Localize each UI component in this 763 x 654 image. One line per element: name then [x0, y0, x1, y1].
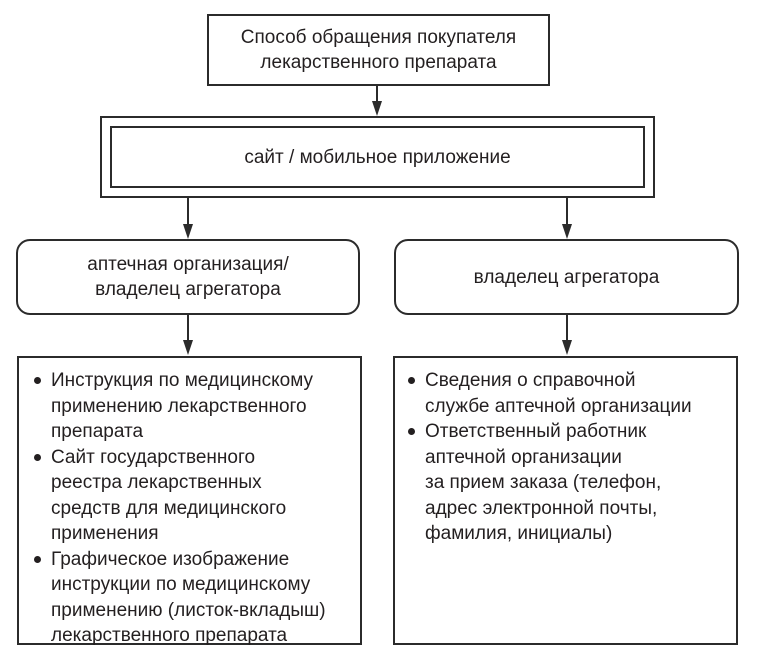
left-header-line-1: аптечная организация/: [87, 254, 289, 275]
arrow-down-icon: [183, 224, 193, 239]
channel-box-inner: сайт / мобильное приложение: [110, 126, 645, 188]
channel-box-outer: сайт / мобильное приложение: [100, 116, 655, 198]
left-header-line-2: владелец агрегатора: [95, 279, 281, 300]
arrow-down-icon: [372, 101, 382, 116]
list-item-line: за прием заказа (телефон,: [425, 472, 662, 493]
list-item-line: средств для медицинского: [51, 497, 287, 519]
list-item-line: фамилия, инициалы): [425, 523, 613, 544]
list-item-line: применению лекарственного: [51, 395, 307, 417]
list-item-line: Графическое изображение: [51, 548, 290, 570]
left-branch-list-box: Инструкция по медицинскому применению ле…: [17, 356, 362, 646]
list-item-line: службе аптечной организации: [425, 395, 692, 417]
connector-right-header-to-list: [566, 315, 568, 341]
list-item: Ответственный работник аптечной организа…: [405, 419, 736, 547]
right-bullet-list: Сведения о справочной службе аптечной ор…: [405, 368, 736, 547]
list-item-line: Сайт государственного: [51, 446, 256, 468]
channel-label: сайт / мобильное приложение: [244, 146, 511, 168]
right-branch-list-box: Сведения о справочной службе аптечной ор…: [393, 356, 738, 645]
list-item-line: лекарственного препарата: [51, 625, 288, 646]
list-item: Инструкция по медицинскому применению ле…: [31, 368, 360, 445]
connector-left-header-to-list: [187, 315, 189, 341]
bullet-icon: [408, 377, 415, 384]
top-box-line-1: Способ обращения покупателя: [240, 27, 517, 48]
list-item-line: аптечной организации: [425, 446, 622, 468]
list-item: Сведения о справочной службе аптечной ор…: [405, 368, 736, 419]
bullet-icon: [408, 428, 415, 435]
list-item-line: Сведения о справочной: [425, 370, 636, 391]
arrow-down-icon: [183, 340, 193, 355]
arrow-down-icon: [562, 224, 572, 239]
list-item-line: Инструкция по медицинскому: [51, 370, 313, 391]
bullet-icon: [34, 555, 41, 563]
connector-channel-to-left: [187, 198, 189, 225]
left-bullet-list: Инструкция по медицинскому применению ле…: [31, 368, 360, 649]
list-item: Сайт государственного реестра лекарствен…: [31, 445, 360, 547]
connector-channel-to-right: [566, 198, 568, 225]
list-item-line: адрес электронной почты,: [425, 497, 658, 519]
bullet-icon: [34, 377, 41, 384]
list-item-line: препарата: [51, 421, 144, 442]
list-item-line: инструкции по медицинскому: [51, 574, 311, 595]
top-box-line-2: лекарственного препарата: [260, 52, 497, 73]
left-branch-header: аптечная организация/ владелец агрегатор…: [16, 239, 360, 315]
right-branch-header: владелец агрегатора: [394, 239, 739, 315]
right-header-line-1: владелец агрегатора: [473, 266, 660, 288]
bullet-icon: [34, 453, 41, 461]
connector-top-to-channel: [376, 86, 378, 102]
arrow-down-icon: [562, 340, 572, 355]
list-item: Графическое изображение инструкции по ме…: [31, 547, 360, 649]
top-box: Способ обращения покупателя лекарственно…: [207, 14, 550, 86]
list-item-line: Ответственный работник: [425, 421, 647, 442]
list-item-line: применению (листок-вкладыш): [51, 599, 326, 621]
list-item-line: реестра лекарственных: [51, 472, 262, 493]
list-item-line: применения: [51, 523, 159, 544]
